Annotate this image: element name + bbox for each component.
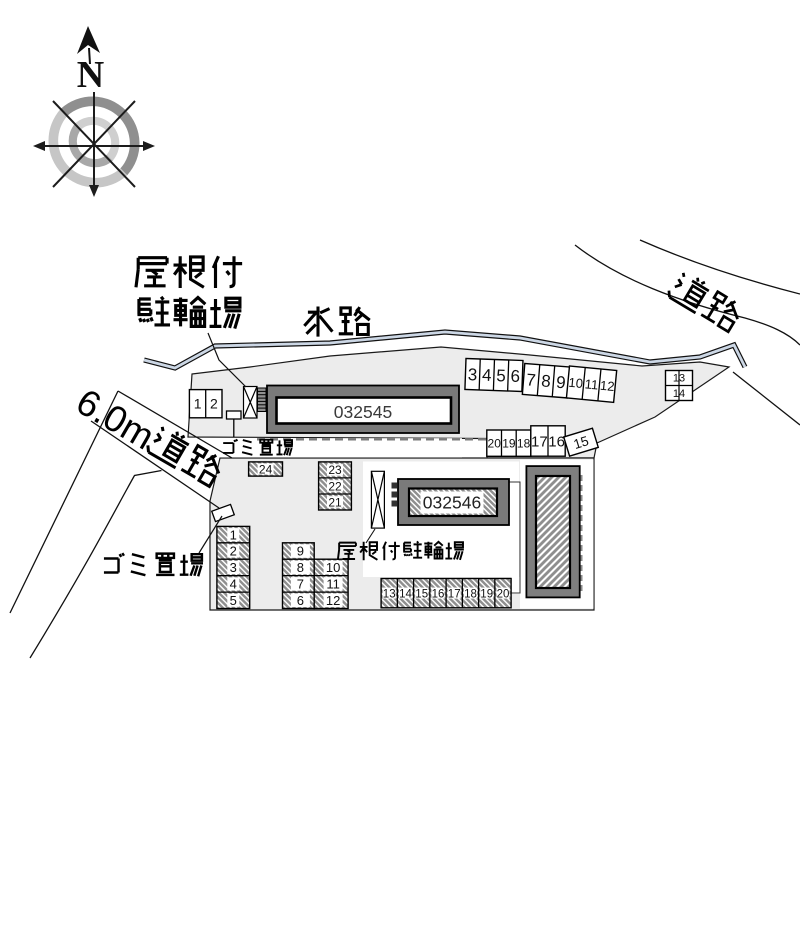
svg-text:6: 6 bbox=[510, 367, 520, 386]
svg-text:21: 21 bbox=[328, 495, 342, 509]
svg-text:8: 8 bbox=[297, 560, 304, 575]
svg-text:3: 3 bbox=[230, 560, 237, 575]
svg-text:10: 10 bbox=[568, 375, 584, 391]
svg-text:17: 17 bbox=[448, 588, 461, 600]
svg-text:5: 5 bbox=[496, 366, 506, 385]
svg-text:7: 7 bbox=[526, 370, 537, 390]
svg-text:11: 11 bbox=[326, 577, 340, 592]
svg-text:2: 2 bbox=[210, 396, 218, 412]
svg-text:23: 23 bbox=[328, 463, 342, 477]
svg-text:22: 22 bbox=[328, 479, 342, 493]
svg-text:13: 13 bbox=[673, 373, 685, 385]
svg-text:1: 1 bbox=[194, 396, 202, 412]
svg-text:12: 12 bbox=[326, 593, 340, 608]
svg-text:3: 3 bbox=[467, 365, 477, 384]
svg-text:4: 4 bbox=[482, 366, 492, 385]
svg-text:1: 1 bbox=[230, 527, 237, 542]
svg-text:13: 13 bbox=[383, 588, 396, 600]
svg-text:20: 20 bbox=[497, 588, 510, 600]
svg-text:12: 12 bbox=[599, 378, 615, 394]
svg-text:17: 17 bbox=[531, 433, 548, 450]
svg-text:14: 14 bbox=[399, 588, 412, 600]
svg-text:N: N bbox=[77, 54, 104, 96]
svg-text:15: 15 bbox=[415, 588, 428, 600]
svg-text:19: 19 bbox=[480, 588, 493, 600]
svg-text:19: 19 bbox=[502, 437, 516, 451]
svg-text:14: 14 bbox=[673, 388, 685, 400]
svg-text:18: 18 bbox=[517, 437, 531, 451]
svg-text:5: 5 bbox=[230, 593, 237, 608]
svg-text:032546: 032546 bbox=[423, 493, 481, 513]
svg-text:18: 18 bbox=[464, 588, 477, 600]
svg-text:10: 10 bbox=[326, 560, 340, 575]
svg-text:16: 16 bbox=[548, 433, 565, 450]
svg-text:2: 2 bbox=[230, 544, 237, 559]
svg-text:20: 20 bbox=[488, 437, 502, 451]
svg-text:9: 9 bbox=[555, 373, 566, 393]
svg-text:7: 7 bbox=[297, 577, 304, 592]
svg-text:032545: 032545 bbox=[334, 402, 392, 422]
svg-text:24: 24 bbox=[259, 462, 273, 476]
svg-text:8: 8 bbox=[541, 371, 552, 391]
svg-text:11: 11 bbox=[584, 376, 599, 392]
svg-text:4: 4 bbox=[230, 577, 237, 592]
svg-text:6: 6 bbox=[297, 593, 304, 608]
svg-text:15: 15 bbox=[572, 433, 591, 452]
svg-text:9: 9 bbox=[297, 544, 304, 559]
svg-text:16: 16 bbox=[432, 588, 445, 600]
